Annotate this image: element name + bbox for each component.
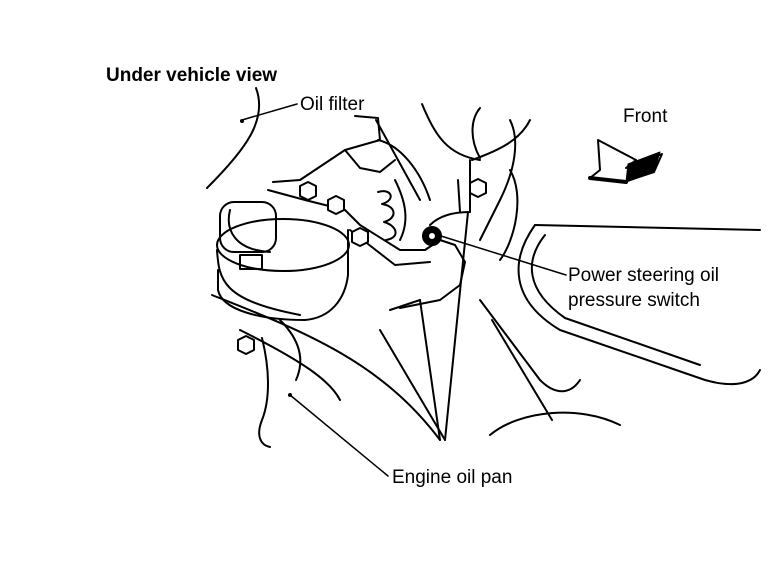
- crossmember-outline: [534, 224, 761, 231]
- oil-pan-outline: [211, 294, 441, 441]
- pressure-switch-icon: [422, 159, 471, 246]
- spring-coil: [377, 190, 397, 241]
- view-title: Under vehicle view: [106, 65, 278, 86]
- oil-pan-leader: [289, 394, 389, 477]
- oil-filter-label: Oil filter: [300, 94, 365, 115]
- engine-oil-pan-label: Engine oil pan: [392, 467, 513, 488]
- ps-switch-label-line2: pressure switch: [568, 290, 700, 311]
- filter-bracket: [267, 189, 466, 309]
- oil-filter-leader: [241, 103, 298, 121]
- bolt-icons: [237, 178, 487, 355]
- front-arrow-icon: [588, 139, 663, 184]
- oil-filter-shape: [216, 201, 350, 321]
- engine-block-outline: [272, 115, 381, 183]
- front-label: Front: [623, 106, 668, 127]
- tube-outline: [421, 103, 481, 161]
- ps-switch-leader: [440, 235, 567, 276]
- ps-switch-label-line1: Power steering oil: [568, 265, 720, 286]
- view-outline-curve: [206, 87, 261, 189]
